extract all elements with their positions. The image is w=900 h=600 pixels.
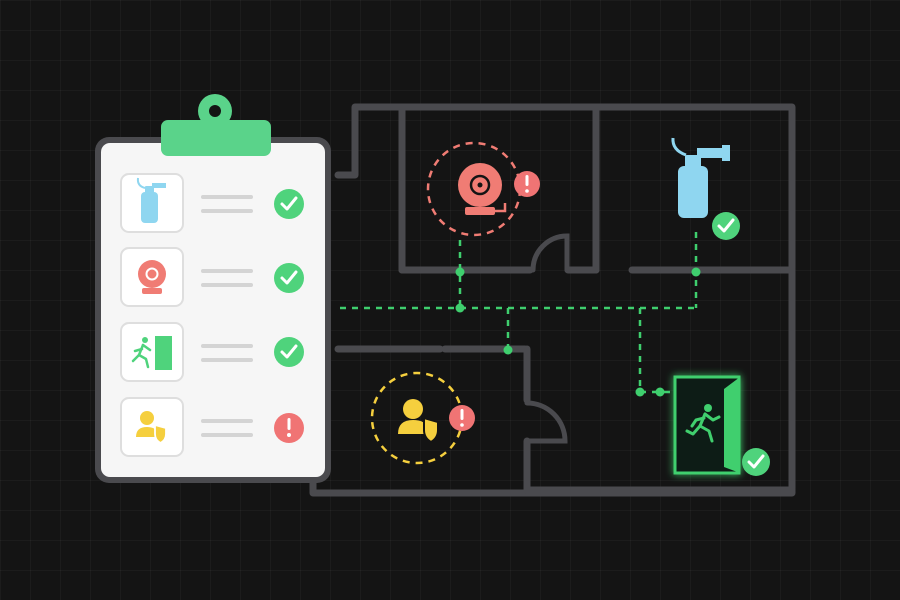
emergency-exit-icon [131, 336, 172, 370]
floorplan-walls [309, 103, 796, 497]
check-badge [742, 448, 770, 476]
clipboard [95, 94, 331, 483]
check-badge [274, 189, 304, 219]
route-node [455, 303, 465, 313]
warden-room [370, 371, 475, 465]
check-badge [274, 263, 304, 293]
checklist-row [120, 397, 304, 457]
fire-extinguisher-icon [671, 137, 730, 218]
extinguisher-room [671, 137, 740, 240]
alert-badge [449, 405, 475, 431]
checklist-icon-tile [120, 322, 184, 382]
evacuation-route [340, 232, 698, 394]
route-nodes [455, 267, 701, 397]
check-badge [712, 212, 740, 240]
route-node [655, 387, 665, 397]
door-swings [524, 233, 570, 444]
alert-badge [514, 171, 540, 197]
checklist-row [120, 247, 304, 307]
fire-extinguisher-icon [136, 177, 166, 223]
fire-warden-icon [398, 399, 439, 444]
door-swing-warden [524, 400, 568, 444]
checklist-icon-tile [120, 397, 184, 457]
checklist-row [120, 322, 304, 382]
door-swing-alarm [530, 233, 570, 273]
check-badge [274, 337, 304, 367]
route-node [503, 345, 513, 355]
alert-badge [274, 413, 304, 443]
exit-door [673, 375, 741, 475]
fire-alarm-bell-icon [458, 163, 507, 215]
alarm-room [426, 141, 540, 237]
route-node [455, 267, 465, 277]
route-node [635, 387, 645, 397]
clipboard-clip [161, 94, 271, 156]
fire-alarm-bell-icon [138, 260, 166, 294]
fire-warden-icon [136, 411, 167, 445]
emergency-exit-icon [685, 404, 721, 443]
checklist-row [120, 173, 304, 233]
route-node [691, 267, 701, 277]
outer-wall [309, 103, 796, 497]
